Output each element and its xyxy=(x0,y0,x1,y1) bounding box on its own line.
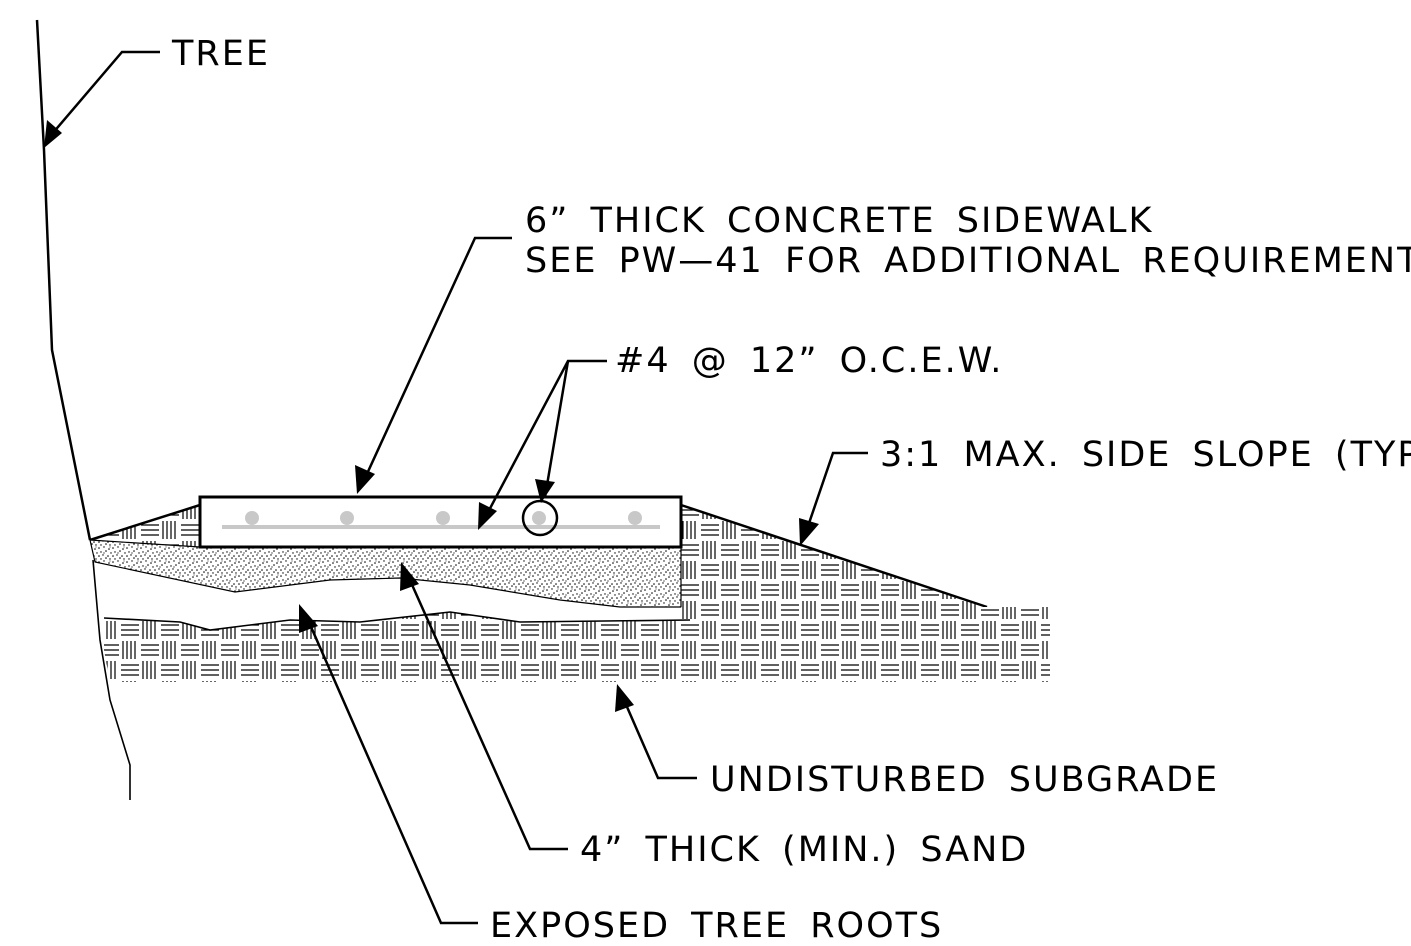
label-sand: 4” THICK (MIN.) SAND xyxy=(580,830,1028,870)
undisturbed-subgrade xyxy=(104,607,1050,682)
soil-left-wedge xyxy=(90,505,200,547)
sand-arrowhead xyxy=(400,562,419,591)
side-slope-arrowhead xyxy=(799,518,819,546)
rebar-arrowhead-a xyxy=(478,502,497,530)
rebar-dot-1 xyxy=(245,511,259,525)
tree-arrowhead xyxy=(44,120,62,148)
label-tree: TREE xyxy=(171,34,270,74)
sidewalk-leader xyxy=(364,236,512,477)
rebar-dot-3 xyxy=(436,511,450,525)
rebar-arrowhead-b xyxy=(535,479,555,503)
rebar-callout-circle xyxy=(521,499,559,537)
tree-trunk-lower xyxy=(92,559,131,800)
sidewalk-arrowhead xyxy=(355,465,375,494)
label-sidewalk-line1: 6” THICK CONCRETE SIDEWALK xyxy=(525,201,1153,241)
label-rebar: #4 @ 12” O.C.E.W. xyxy=(615,341,1003,381)
side-slope-leader xyxy=(804,451,868,533)
sand-layer xyxy=(89,539,682,608)
exposed-root-edge xyxy=(103,611,691,631)
label-sidewalk-line2: SEE PW—41 FOR ADDITIONAL REQUIREMENTS xyxy=(525,241,1411,281)
rebar-dot-5 xyxy=(628,511,642,525)
tree-trunk xyxy=(35,19,92,541)
label-side-slope: 3:1 MAX. SIDE SLOPE (TYP.) xyxy=(880,435,1411,475)
subgrade-leader xyxy=(622,699,697,780)
label-subgrade: UNDISTURBED SUBGRADE xyxy=(710,760,1219,800)
rebar-dot-2 xyxy=(340,511,354,525)
roots-arrowhead xyxy=(299,604,318,633)
rebar-dot-4 xyxy=(532,511,546,525)
tree-leader xyxy=(51,50,160,135)
left-slope-line xyxy=(89,503,201,542)
label-roots: EXPOSED TREE ROOTS xyxy=(490,906,943,946)
side-slope-line xyxy=(680,503,988,609)
subgrade-arrowhead xyxy=(615,684,634,712)
roots-leader xyxy=(306,619,478,925)
sand-leader xyxy=(407,577,568,851)
rebar-leader-b xyxy=(543,360,570,498)
